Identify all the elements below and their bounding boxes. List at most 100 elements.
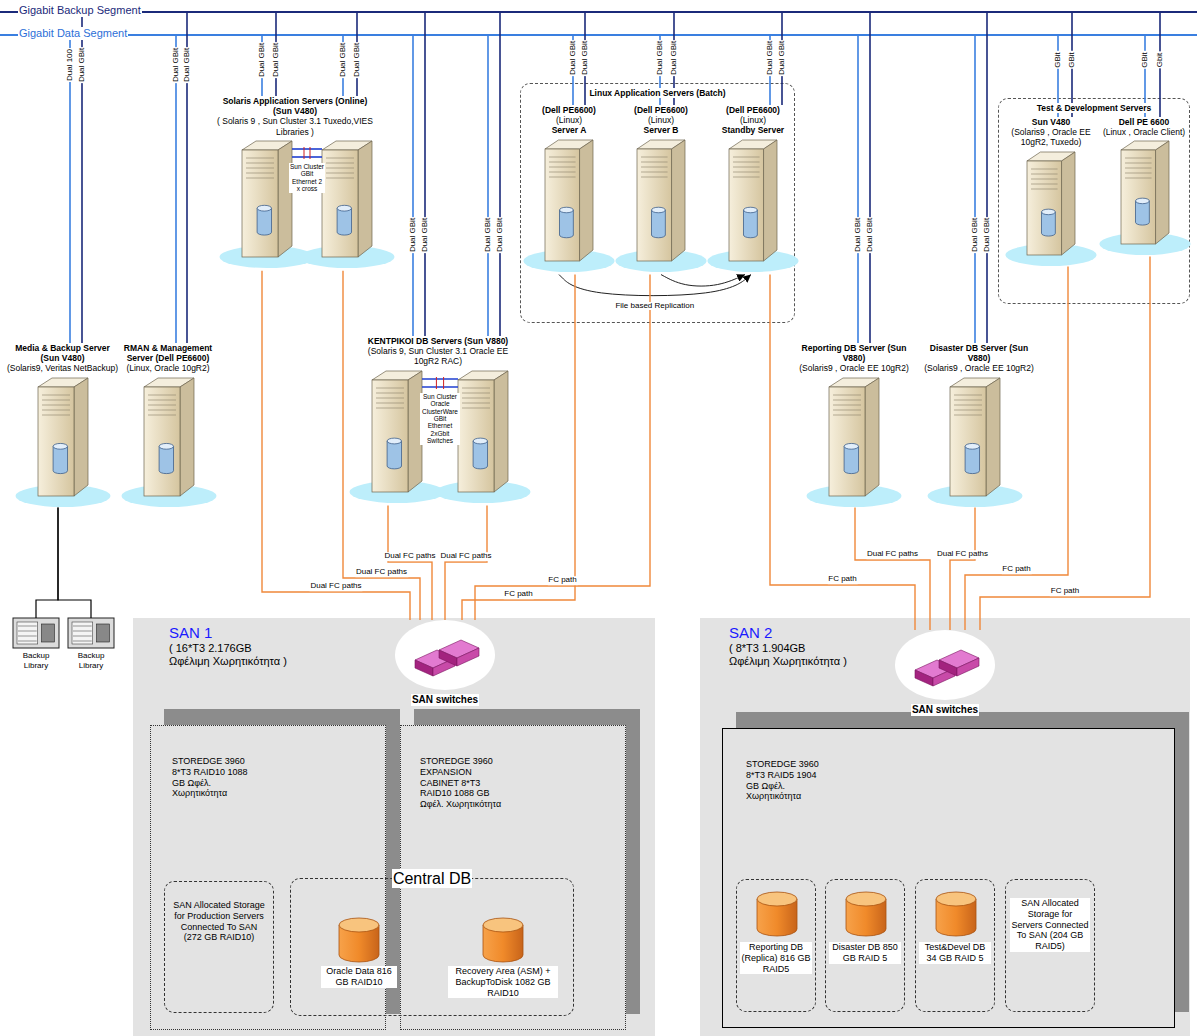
node-text: (Linux, Oracle 10gR2) <box>125 363 210 373</box>
lib-icon <box>68 618 114 648</box>
node-text: Recovery Area (ASM) + BackupToDisk 1082 … <box>448 966 558 998</box>
link-label: Dual GBit <box>272 42 281 78</box>
network-segment: Gigabit Data Segment <box>0 27 1197 43</box>
node-icon <box>385 620 505 700</box>
link-label: FC path <box>503 590 533 599</box>
node-text: SAN Allocated Storage for Production Ser… <box>170 900 268 943</box>
node-text: (Dell PE6600) <box>633 105 689 115</box>
node-text: ( Solaris 9 , Sun Cluster 3.1 Tuxedo,VIE… <box>212 116 378 136</box>
link-label: Dual FC paths <box>866 550 919 559</box>
tape-library: Backup Library <box>64 618 118 670</box>
node-text: Test&Devel DB 34 GB RAID 5 <box>919 942 991 964</box>
node-text: (Solaris 9, Sun Cluster 3.1 Oracle EE 10… <box>358 346 518 366</box>
node-text: Linux Application Servers (Batch) <box>588 88 726 98</box>
link-label: FC path <box>827 575 857 584</box>
link-label: Dual GBit <box>421 217 430 253</box>
srv-icon <box>928 378 1023 507</box>
node-icon <box>212 141 378 271</box>
ethernet-link <box>1057 35 1059 117</box>
srv-icon <box>16 378 111 507</box>
link-label: FC path <box>1050 587 1080 596</box>
node-icon <box>5 378 120 508</box>
replication-arrow <box>559 275 751 296</box>
srv-icon <box>523 140 614 272</box>
node-text: Standby Server <box>721 125 785 135</box>
node-text: (Solaris9 , Oracle EE 10gR2, Tuxedo) <box>1005 127 1097 147</box>
node-icon <box>621 140 701 275</box>
node-text: (Linux) <box>647 115 675 125</box>
node-text: Media & Backup Server (Sun V480) <box>5 343 120 363</box>
node-text: SAN Allocated Storage for Servers Connec… <box>1010 898 1090 952</box>
link-label: Dual GBit <box>484 217 493 253</box>
link-label: File based Replication <box>614 302 695 311</box>
database-disk: Recovery Area (ASM) + BackupToDisk 1082 … <box>441 916 565 998</box>
tape-link <box>36 508 58 618</box>
node-text: Gigabit Backup Segment <box>18 4 142 17</box>
link-label: Dual GBit <box>581 40 590 76</box>
dsk-icon <box>936 892 976 936</box>
ethernet-link <box>986 12 988 343</box>
link-label: Dual FC paths <box>383 552 436 561</box>
network-backbone-line <box>0 11 1197 13</box>
network-segment: Gigabit Backup Segment <box>0 4 1197 20</box>
server: (Dell PE6600)(Linux)Standby Server <box>713 105 793 275</box>
node-text: SAN switches <box>411 694 479 706</box>
node-icon <box>529 140 609 275</box>
node-icon <box>713 140 793 275</box>
storage-area-network: SAN 1( 16*T3 2.176GB Ωφέλιμη Χωρητικότητ… <box>133 618 655 1036</box>
link-label: Dual GBit <box>971 217 980 253</box>
node-text: Disaster DB Server (Sun V880) <box>920 343 1038 363</box>
srv-icon <box>122 378 217 507</box>
storage-allocation: SAN Allocated Storage for Servers Connec… <box>1005 879 1095 1012</box>
link-label: Dual GBit <box>983 217 992 253</box>
clu-icon <box>292 147 322 159</box>
node-text: SAN 1 <box>168 624 213 642</box>
tape-library: Backup Library <box>10 618 62 670</box>
node-text: (Solaris9 , Oracle EE 10gR2) <box>923 363 1035 373</box>
link-label: Dual GBit <box>172 47 181 83</box>
database-disk: Oracle Data 816 GB RAID10 <box>314 916 404 988</box>
node-text: (Linux) <box>739 115 767 125</box>
ethernet-link <box>974 35 976 343</box>
node-text: Central DB <box>392 869 472 888</box>
fibre-channel-path <box>965 267 1068 630</box>
fibre-channel-path <box>855 508 930 630</box>
server: Disaster DB Server (Sun V880)(Solaris9 ,… <box>920 343 1038 508</box>
storage-allocation: SAN Allocated Storage for Production Ser… <box>164 881 274 1013</box>
node-text: (Dell PE6600) <box>725 105 781 115</box>
link-label: GBit <box>1068 51 1077 69</box>
node-text: (Linux , Oracle Client) <box>1102 127 1186 137</box>
cluster-link-note: Sun Cluster Oracle ClusterWare GBit Ethe… <box>420 393 460 445</box>
node-icon <box>885 630 1005 710</box>
node-text: STOREDGE 3960 8*T3 RAID10 1088 GB Ωφέλ. … <box>171 756 249 799</box>
fibre-channel-path <box>950 508 975 630</box>
node-text: Sun V480 <box>1031 117 1071 127</box>
srv-icon <box>300 141 395 268</box>
link-label: Dual FC paths <box>936 550 989 559</box>
node-text: ( 8*T3 1.904GB Ωφέλιμη Χωρητικότητα ) <box>728 642 848 668</box>
clu-icon <box>422 377 458 389</box>
dsk-icon <box>846 892 886 936</box>
link-label: Dual GBit <box>670 40 679 76</box>
link-label: GBit <box>1054 51 1063 69</box>
storage-cabinet: STOREDGE 3960 8*T3 RAID5 1904 GB Ωφέλ. Χ… <box>722 728 1175 1028</box>
node-text: Server B <box>643 125 680 135</box>
server: (Dell PE6600)(Linux)Server A <box>529 105 609 275</box>
server: Reporting DB Server (Sun V880)(Solaris9 … <box>795 343 913 508</box>
fibre-channel-path <box>980 256 1150 630</box>
node-text: SAN switches <box>911 704 979 716</box>
node-text: Gigabit Data Segment <box>18 27 128 40</box>
node-text: ( 16*T3 2.176GB Ωφέλιμη Χωρητικότητα ) <box>168 642 288 668</box>
link-label: GBit <box>1141 51 1150 69</box>
srv-icon <box>1099 141 1190 255</box>
link-label: Dual GBit <box>766 40 775 76</box>
ethernet-link <box>1144 35 1146 117</box>
node-text: (Solaris9 , Oracle EE 10gR2) <box>798 363 910 373</box>
node-text: Oracle Data 816 GB RAID10 <box>321 966 397 988</box>
node-text: Reporting DB Server (Sun V880) <box>795 343 913 363</box>
node-text: (Solaris9, Veritas NetBackup) <box>6 363 119 373</box>
database-disk: Disaster DB 850 GB RAID 5 <box>825 879 905 1012</box>
link-label: Dual GBit <box>409 217 418 253</box>
link-label: Dual GBit <box>78 47 87 83</box>
